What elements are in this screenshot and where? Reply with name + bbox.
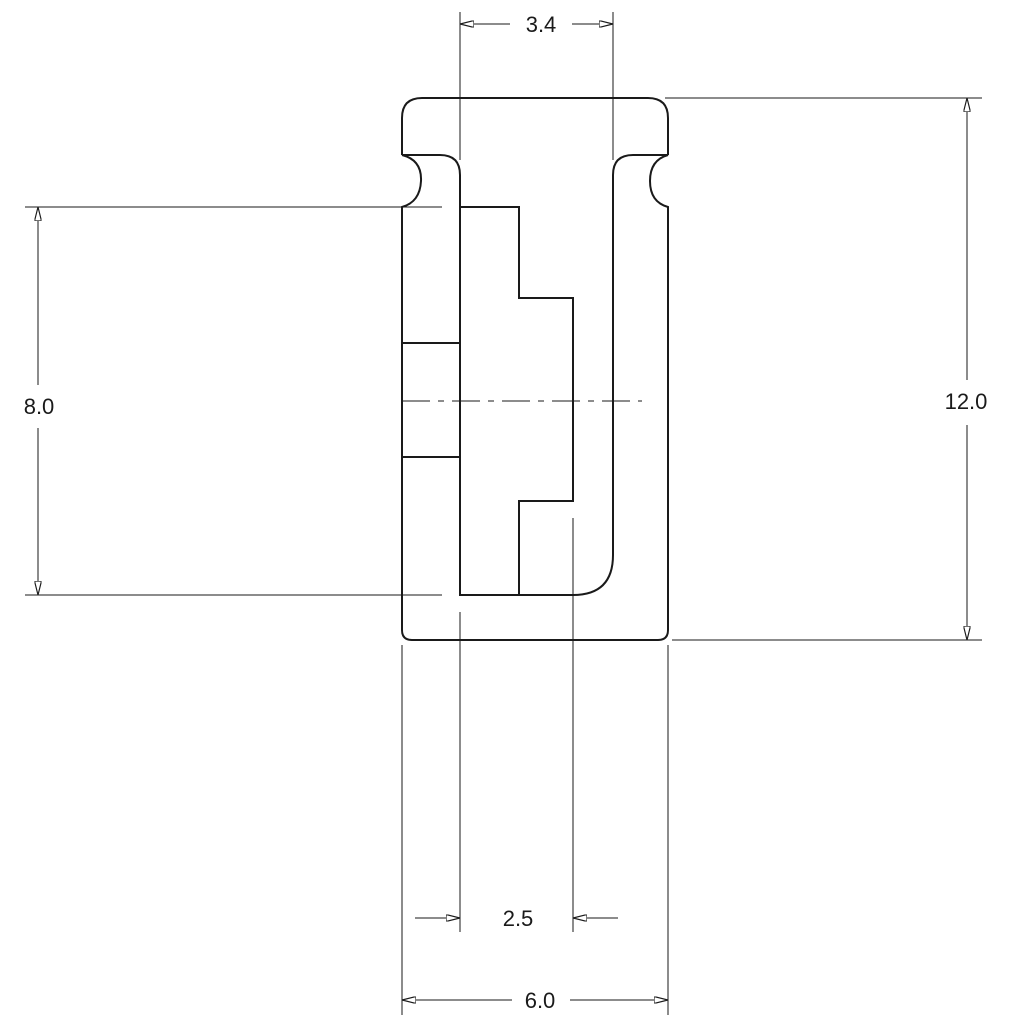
stepped-profile [460,206,574,595]
dimension-inner-width: 2.5 [503,906,534,931]
dimension-overall-width: 6.0 [525,988,556,1013]
part-outline [401,97,669,641]
dimension-top-width: 3.4 [526,12,557,37]
dimension-left-height: 8.0 [24,394,55,419]
dimension-overall-height: 12.0 [945,389,988,414]
